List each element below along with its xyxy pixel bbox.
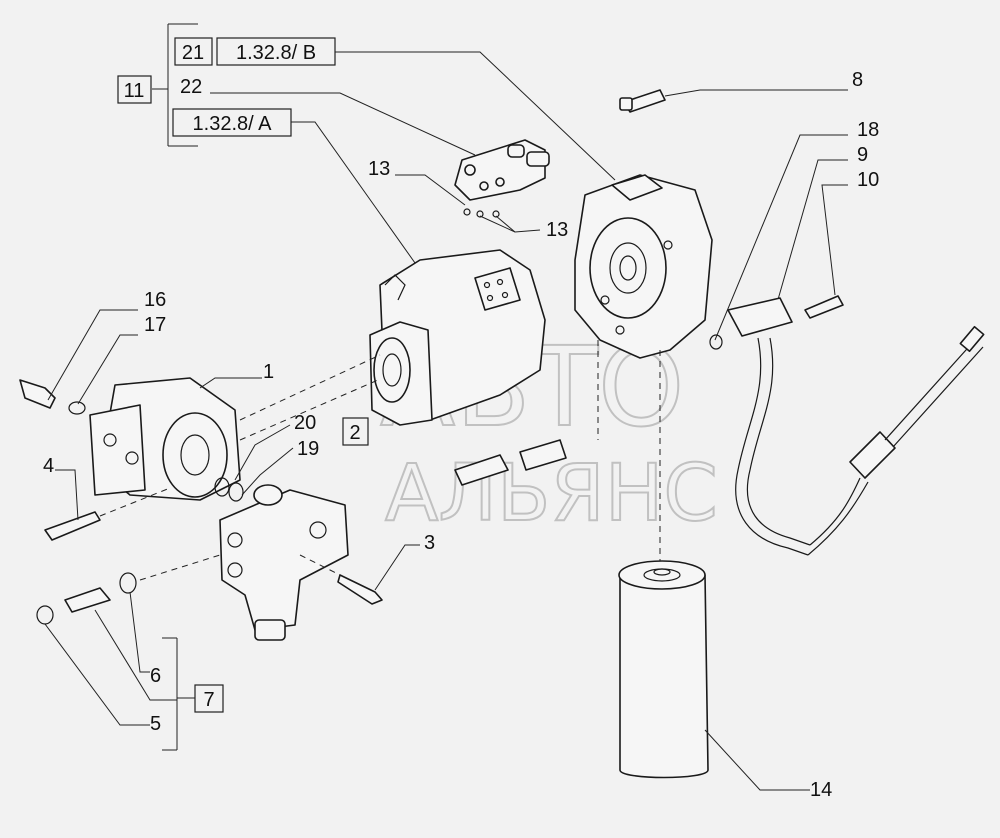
callout-7: 7 xyxy=(203,689,214,711)
callout-9: 9 xyxy=(857,144,868,166)
callout-14: 14 xyxy=(810,779,832,801)
sensor-plug xyxy=(454,454,509,486)
callout-17: 17 xyxy=(144,314,166,336)
callout-10: 10 xyxy=(857,169,879,191)
callout-8: 8 xyxy=(852,69,863,91)
flange-9 xyxy=(727,297,793,337)
ref-box-1-32-8-b[interactable] xyxy=(216,37,336,66)
sensor-16 xyxy=(19,379,56,409)
o-ring-19 xyxy=(228,482,244,502)
callout-21: 21 xyxy=(182,42,204,64)
pump-motor-1 xyxy=(89,377,241,501)
callout-19: 19 xyxy=(297,438,319,460)
ref-box-1-32-8-a[interactable] xyxy=(172,108,292,137)
bolt-3 xyxy=(337,574,383,605)
callout-16: 16 xyxy=(144,289,166,311)
bolt-10 xyxy=(804,295,844,319)
ref-1-32-8-a: 1.32.8/ A xyxy=(193,113,273,135)
bolt-4 xyxy=(44,511,101,541)
hydraulic-pipe xyxy=(735,325,985,556)
callout-6: 6 xyxy=(150,665,161,687)
sensor-body xyxy=(519,439,567,471)
callout-1: 1 xyxy=(263,361,274,383)
fitting-8 xyxy=(619,89,666,113)
callout-2: 2 xyxy=(349,422,360,444)
callout-22: 22 xyxy=(180,76,202,98)
callout-4: 4 xyxy=(43,455,54,477)
o-ring-6 xyxy=(119,572,137,594)
callout-5: 5 xyxy=(150,713,161,735)
callout-box-2[interactable] xyxy=(342,417,369,446)
o-ring-5 xyxy=(36,605,54,625)
callout-box-7[interactable] xyxy=(194,684,224,713)
washer-17 xyxy=(68,401,86,415)
valve-block-22 xyxy=(454,139,550,201)
o-ring-18 xyxy=(709,334,723,350)
callout-11: 11 xyxy=(124,80,145,102)
callout-18: 18 xyxy=(857,119,879,141)
callout-13-upper: 13 xyxy=(368,158,390,180)
callout-13-lower: 13 xyxy=(546,219,568,241)
adapter-6 xyxy=(64,587,111,613)
hydraulic-pump xyxy=(369,249,546,426)
ref-1-32-8-b: 1.32.8/ B xyxy=(236,42,316,64)
gear-pump-unit xyxy=(574,174,713,359)
watermark-line2: АЛЬЯНС xyxy=(385,449,718,539)
valve-body xyxy=(219,484,349,641)
callout-3: 3 xyxy=(424,532,435,554)
callout-20: 20 xyxy=(294,412,316,434)
callout-box-21[interactable] xyxy=(174,37,213,66)
o-ring-20 xyxy=(214,477,230,497)
callout-box-11[interactable] xyxy=(117,75,152,104)
reference-bracket: 11 21 1.32.8/ B 22 1.32.8/ A xyxy=(117,23,336,147)
filter-14 xyxy=(618,560,709,779)
